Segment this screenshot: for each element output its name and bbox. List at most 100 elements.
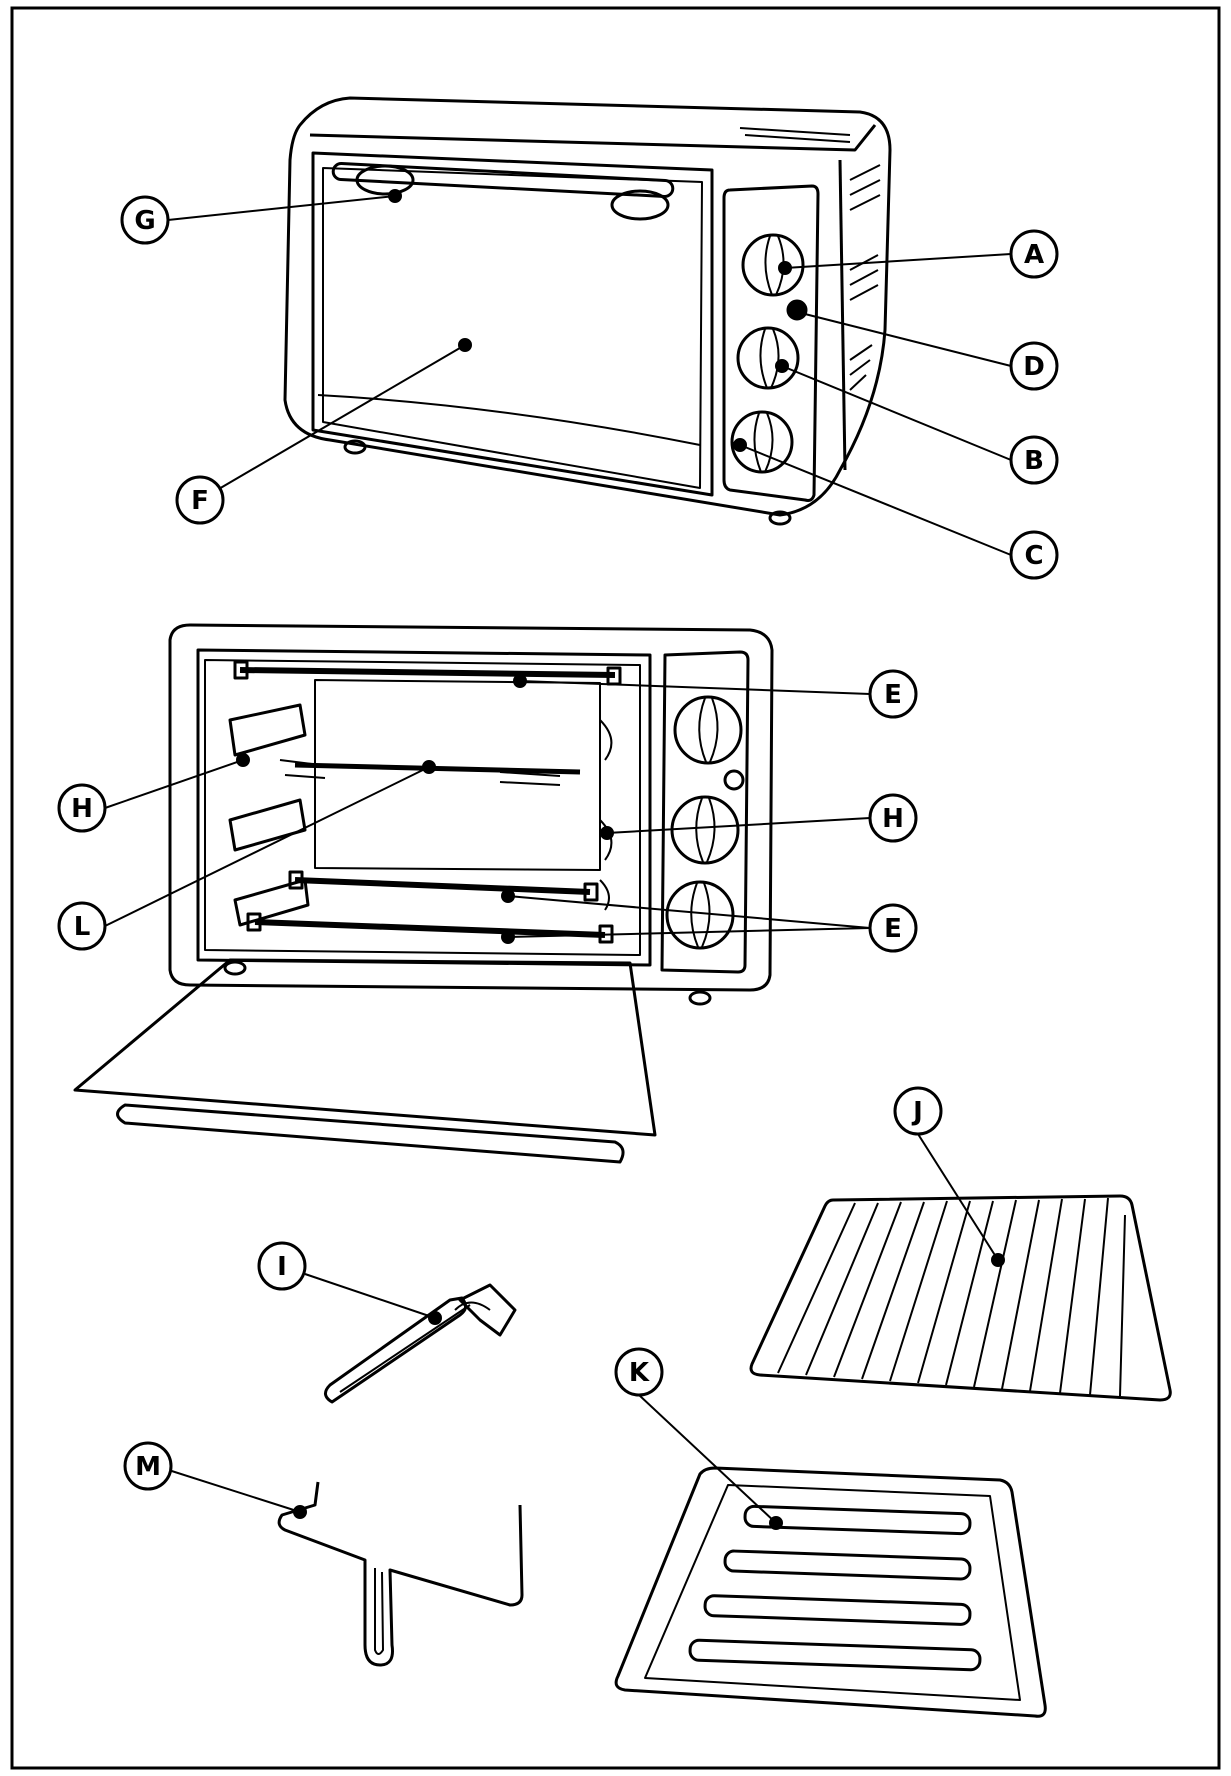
open-oven-door	[73, 958, 657, 1137]
oven-foot-right	[768, 510, 792, 526]
svg-text:K: K	[629, 1358, 650, 1388]
callout-E-upper: E	[868, 669, 918, 719]
callout-C: C	[1009, 530, 1059, 580]
svg-text:C: C	[1024, 541, 1043, 571]
svg-text:H: H	[882, 804, 904, 834]
svg-text:J: J	[911, 1097, 923, 1127]
svg-text:E: E	[884, 914, 902, 944]
accessory-wire-rack	[749, 1194, 1172, 1402]
right-rack-guides	[599, 719, 613, 911]
open-oven-knob-2	[670, 795, 740, 865]
lower-heating-element-end-3	[583, 882, 599, 902]
oven-knob-top	[741, 233, 805, 297]
wire-rack-bars	[777, 1197, 1126, 1397]
oven-right-side	[838, 159, 847, 471]
svg-text:L: L	[74, 912, 91, 942]
tray-handle-inner	[374, 1568, 384, 1655]
baking-tray-outer	[614, 1466, 1047, 1718]
open-oven-door-handle	[116, 1103, 625, 1164]
callout-A: A	[1009, 229, 1059, 279]
baking-tray-rib-4	[688, 1638, 982, 1672]
oven-knob-bottom	[730, 410, 794, 474]
oven-vents-top	[739, 127, 851, 143]
callout-F: F	[175, 475, 225, 525]
oven-door-glass	[322, 167, 703, 489]
callout-H-right: H	[868, 793, 918, 843]
oven-handle	[331, 162, 675, 198]
upper-heating-element	[239, 667, 616, 678]
callout-L: L	[57, 901, 107, 951]
accessory-tray-handle	[277, 1481, 524, 1667]
svg-text:F: F	[191, 486, 209, 516]
accessory-handle-tool	[324, 1283, 517, 1404]
svg-text:M: M	[135, 1452, 161, 1482]
open-oven-knob-2-grip	[695, 797, 716, 863]
open-oven-knob-3-grip	[690, 882, 711, 948]
open-oven-inner-frame	[196, 648, 652, 967]
lower-heating-element-back	[294, 877, 591, 895]
wire-rack-frame	[749, 1194, 1172, 1402]
rotisserie-fork-right	[499, 771, 561, 786]
open-oven-knob-1	[673, 695, 743, 765]
open-oven-knob-1-grip	[698, 697, 719, 763]
oven-knob-middle-grip	[759, 328, 780, 389]
oven-foot-left	[343, 439, 367, 455]
oven-open	[73, 623, 774, 1164]
tool-hook-clip	[454, 1301, 491, 1311]
callout-J: J	[893, 1086, 943, 1136]
open-oven-cavity	[204, 659, 641, 956]
open-oven-back-wall	[314, 679, 601, 871]
oven-knob-bottom-grip	[753, 412, 774, 473]
left-rack-guide-2	[228, 798, 307, 852]
callout-K: K	[614, 1347, 664, 1397]
oven-control-panel	[722, 184, 820, 502]
tray-handle-wire	[277, 1481, 524, 1667]
left-rack-guide-1	[228, 703, 307, 757]
baking-tray-rib-1	[743, 1504, 972, 1536]
open-oven-foot-left	[223, 960, 247, 976]
svg-text:A: A	[1024, 240, 1044, 270]
oven-handle-mount-left	[355, 164, 415, 196]
rotisserie-spit	[294, 762, 581, 775]
oven-door-bottom-lip	[317, 394, 701, 446]
callout-G: G	[120, 195, 170, 245]
oven-body-outline	[283, 96, 892, 517]
svg-text:B: B	[1024, 446, 1044, 476]
oven-closed	[283, 96, 892, 526]
oven-indicator-light	[786, 299, 808, 321]
callouts: G A D B C F E H	[57, 195, 1059, 1491]
svg-text:G: G	[134, 206, 155, 236]
callout-B: B	[1009, 435, 1059, 485]
oven-top-edge	[309, 124, 877, 152]
svg-text:I: I	[277, 1252, 287, 1282]
tool-handle-rod	[339, 1304, 471, 1393]
callout-M: M	[123, 1441, 173, 1491]
callout-D: D	[1009, 341, 1059, 391]
open-oven-indicator-light	[723, 769, 745, 791]
oven-knob-middle	[736, 326, 800, 390]
accessory-baking-tray	[614, 1466, 1047, 1718]
tool-hook	[458, 1283, 517, 1337]
svg-text:H: H	[71, 794, 93, 824]
callout-I: I	[257, 1241, 307, 1291]
left-rack-guide-3	[233, 878, 310, 927]
callout-H-left: H	[57, 783, 107, 833]
upper-heating-element-end-left	[233, 660, 249, 680]
lower-heating-element-front	[254, 919, 606, 938]
open-oven-foot-right	[688, 990, 712, 1006]
svg-text:E: E	[884, 680, 902, 710]
rotisserie-fork-left	[279, 759, 326, 779]
oven-vents-side	[849, 164, 881, 391]
open-oven-control-panel	[660, 650, 750, 974]
callout-E-lower: E	[868, 903, 918, 953]
oven-handle-mount-right	[610, 189, 670, 221]
leader-lines	[104, 189, 1012, 1530]
open-oven-body	[168, 623, 774, 992]
page-frame	[10, 6, 1221, 1770]
oven-door-frame	[311, 151, 714, 497]
tool-handle-loop	[324, 1296, 467, 1404]
baking-tray-rib-2	[723, 1549, 972, 1581]
baking-tray-inner	[644, 1484, 1021, 1701]
